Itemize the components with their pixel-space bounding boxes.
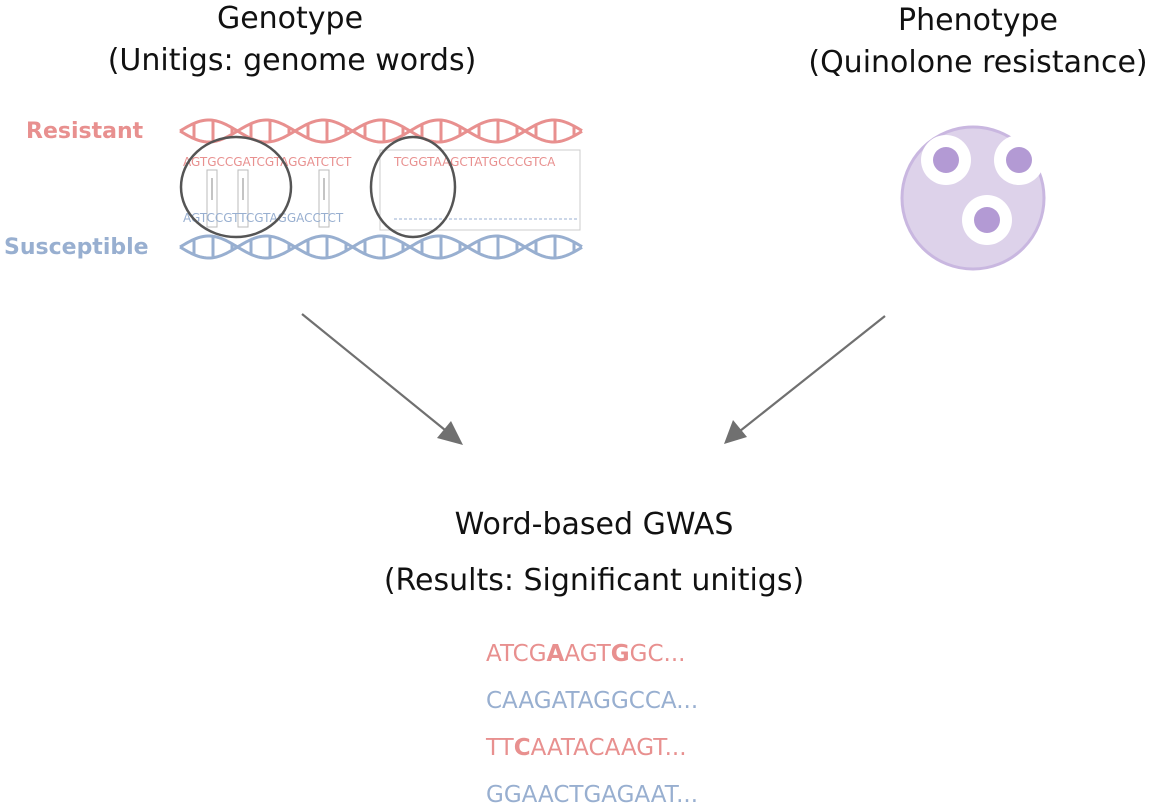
unitig-text: AGT [564,641,611,667]
arrowhead-right [724,420,747,444]
susceptible-dna-helix [179,234,583,260]
snp-box-3 [318,169,330,228]
helix-strand-1 [179,234,583,260]
genotype-title: Genotype [217,1,363,36]
sequence-alignment: AGTGCCGATCGTAGGATCTCT TCGGTAAGCTATGCCCGT… [179,135,581,239]
variant-base: G [611,641,630,667]
word-circle-insertion [369,135,457,239]
susceptible-sequence: AGTCCGTTCGTAGGACCTCT [183,211,344,225]
unitig-text: TT [485,735,515,761]
word-circle-snp [179,135,293,239]
phenotype-title: Phenotype [898,3,1058,38]
unitig-item: ATCGAAGTGGC... [486,641,685,667]
significant-unitigs-list: ATCGAAGTGGC... CAAGATAGGCCA... TTCAATACAAG… [485,641,698,806]
colony-1 [933,147,959,173]
helix-strand-1 [179,118,583,144]
insertion-box [379,149,581,231]
susceptible-label: Susceptible [4,235,149,260]
arrow-phenotype-to-gwas [724,315,886,444]
unitig-item: CAAGATAGGCCA... [486,688,698,714]
variant-base: C [514,735,531,761]
colony-2 [1006,147,1032,173]
insertion-sequence: TCGGTAAGCTATGCCCGTCA [393,155,556,169]
helix-strand-2 [179,234,583,260]
snp-box-1 [206,169,218,228]
helix-strand-2 [179,118,583,144]
unitig-text: GGAACTGAGAAT... [486,782,698,806]
phenotype-subtitle: (Quinolone resistance) [808,45,1147,80]
unitig-text: ATCG [486,641,547,667]
unitig-item: GGAACTGAGAAT... [486,782,698,806]
variant-base: A [547,641,565,667]
unitig-text: AATACAAGT... [531,735,687,761]
genotype-subtitle: (Unitigs: genome words) [108,43,477,78]
colony-3 [974,207,1000,233]
petri-dish-icon [900,125,1046,271]
snp-box-2 [237,169,249,228]
gwas-title: Word-based GWAS [455,507,734,542]
unitig-text: CAAGATAGGCCA... [486,688,698,714]
gwas-subtitle: (Results: Significant unitigs) [384,563,804,598]
unitig-item: TTCAATACAAGT... [485,735,687,761]
arrow-genotype-to-gwas [301,313,463,445]
resistant-sequence: AGTGCCGATCGTAGGATCTCT [183,155,352,169]
resistant-label: Resistant [26,119,144,144]
arrowhead-left [437,421,463,445]
unitig-text: GC... [630,641,686,667]
resistant-dna-helix [179,118,583,144]
